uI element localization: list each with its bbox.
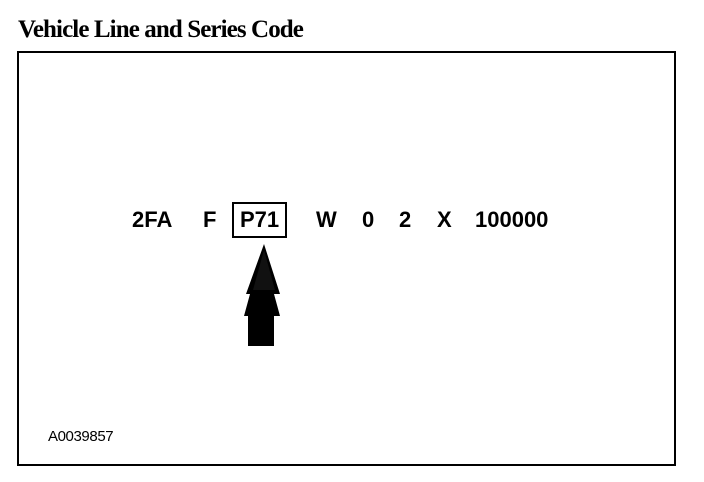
vin-segment-line-series-highlighted: P71 <box>232 202 288 238</box>
vin-segment-serial: 100000 <box>475 207 549 232</box>
vin-segment-check-digit: 0 <box>362 207 375 232</box>
vin-segment-engine: W <box>316 207 337 232</box>
up-arrow-icon <box>244 244 280 346</box>
diagram-title: Vehicle Line and Series Code <box>18 16 304 43</box>
figure-id-label: A0039857 <box>48 428 114 445</box>
vin-segment-restraint: F <box>203 207 217 232</box>
vin-segment-plant: X <box>437 207 452 232</box>
vin-segment-wmi: 2FA <box>132 207 173 232</box>
vin-segment-model-year: 2 <box>399 207 412 232</box>
diagram-frame <box>17 51 676 466</box>
